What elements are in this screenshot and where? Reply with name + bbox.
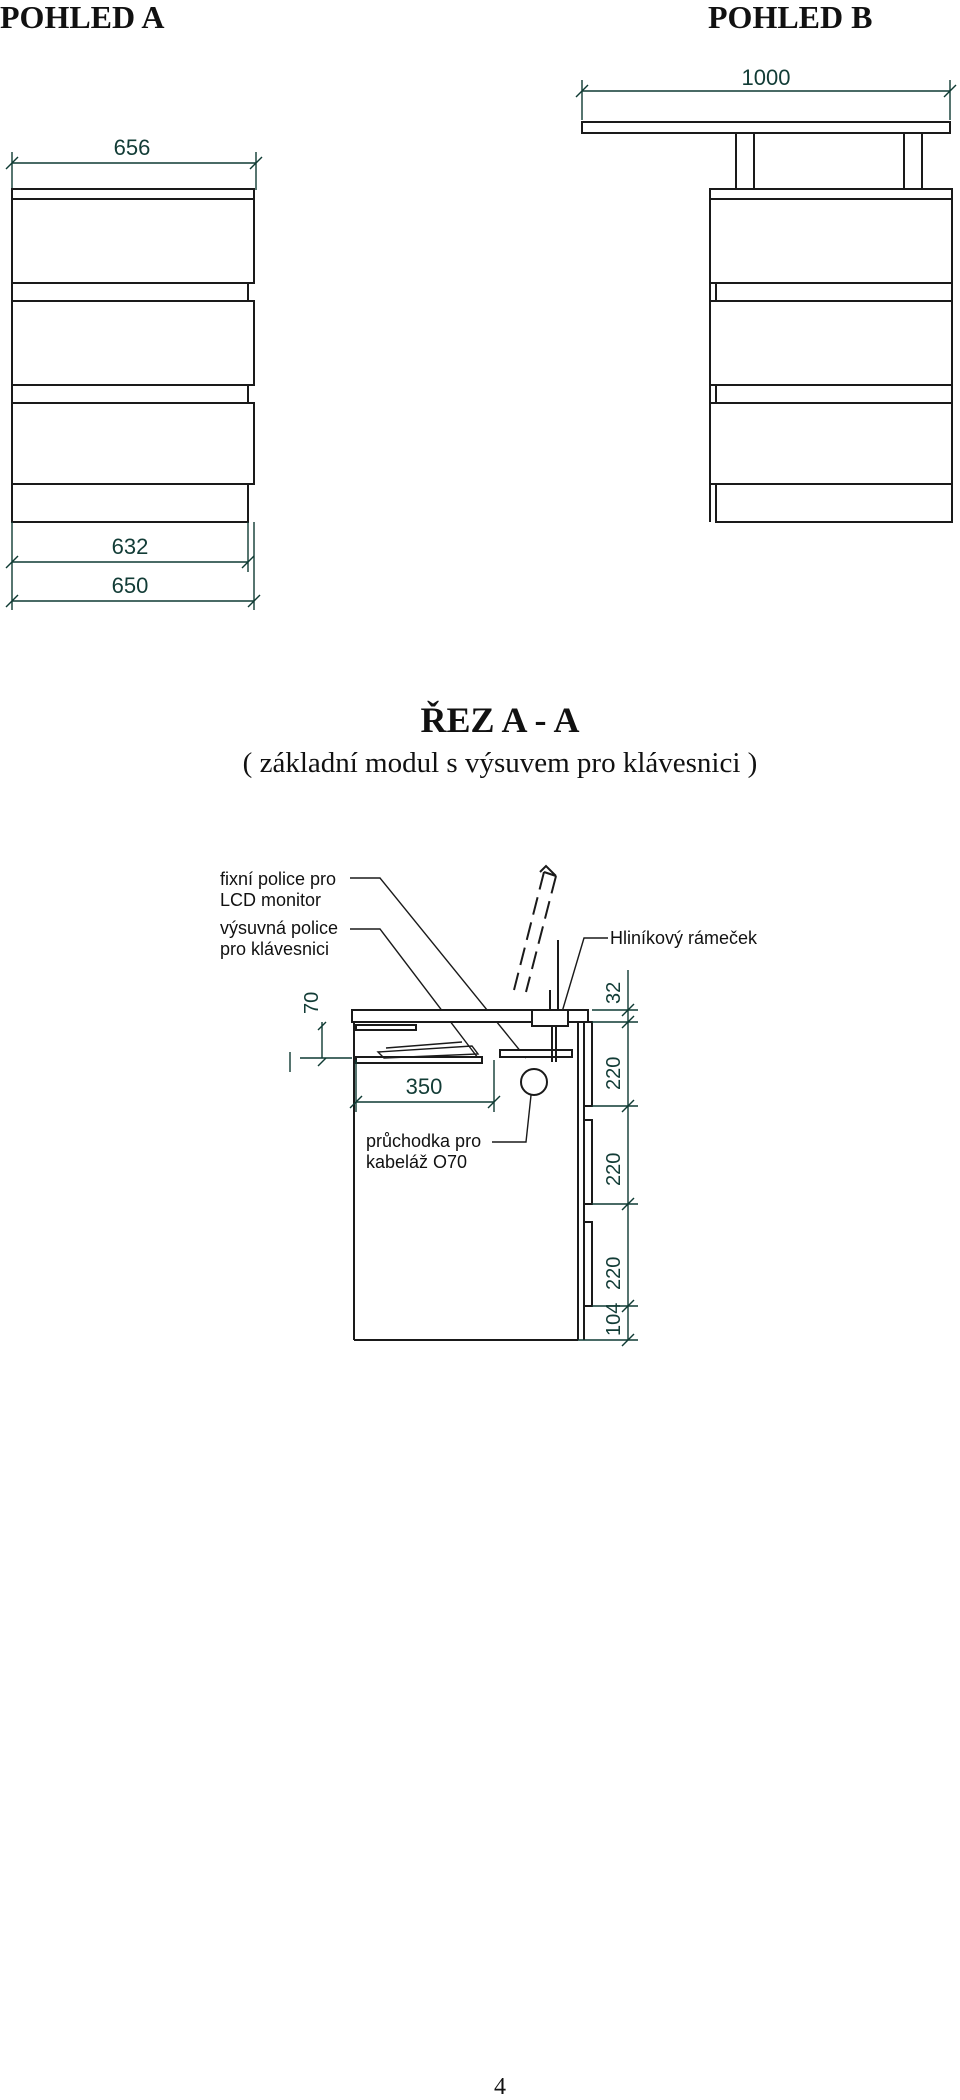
monitor-outline xyxy=(513,864,559,1010)
dim-220b-label: 220 xyxy=(603,1153,625,1186)
section-cabinet xyxy=(351,864,593,1341)
view-a-dim-650: 650 xyxy=(5,522,261,610)
dim-32-label: 32 xyxy=(603,982,625,1004)
view-b-cabinet xyxy=(709,188,953,523)
dim-70-label: 70 xyxy=(301,992,323,1014)
dim-350: 350 xyxy=(349,1060,501,1112)
view-b-title: POHLED B xyxy=(708,0,872,35)
dim-70: 70 xyxy=(289,992,352,1072)
dim-104-label: 104 xyxy=(603,1303,625,1336)
section-a-a: fixní police pro LCD monitor výsuvná pol… xyxy=(220,864,758,1347)
label-grommet-line2: kabeláž O70 xyxy=(366,1152,467,1172)
dim-220a-label: 220 xyxy=(603,1057,625,1090)
view-b-dim-1000: 1000 xyxy=(575,65,957,120)
label-sliding-shelf-line1: výsuvná police xyxy=(220,918,338,938)
dim-650-label: 650 xyxy=(112,573,149,598)
section-title: ŘEZ A - A xyxy=(420,700,579,740)
dim-220c-label: 220 xyxy=(603,1257,625,1290)
dim-350-label: 350 xyxy=(406,1074,443,1099)
view-b: POHLED B 1000 xyxy=(575,0,957,523)
dim-656-label: 656 xyxy=(114,135,151,160)
view-a-title: POHLED A xyxy=(0,0,164,35)
label-fixed-shelf-line2: LCD monitor xyxy=(220,890,321,910)
section-subtitle: ( základní modul s výsuvem pro klávesnic… xyxy=(243,747,758,779)
label-aluminium-frame: Hliníkový rámeček xyxy=(610,928,758,948)
view-b-desk-top xyxy=(581,121,951,190)
label-fixed-shelf-line1: fixní police pro xyxy=(220,869,336,889)
view-a-dim-656: 656 xyxy=(5,135,263,190)
label-grommet-line1: průchodka pro xyxy=(366,1131,481,1151)
dim-632-label: 632 xyxy=(112,534,149,559)
view-a-cabinet xyxy=(11,188,255,523)
view-a-dim-632: 632 xyxy=(5,522,255,572)
view-a: POHLED A 656 xyxy=(0,0,263,610)
dim-1000-label: 1000 xyxy=(742,65,791,90)
dim-chain-right: 32 220 220 220 104 xyxy=(578,970,638,1347)
label-sliding-shelf-line2: pro klávesnici xyxy=(220,939,329,959)
page-number: 4 xyxy=(494,2074,506,2100)
